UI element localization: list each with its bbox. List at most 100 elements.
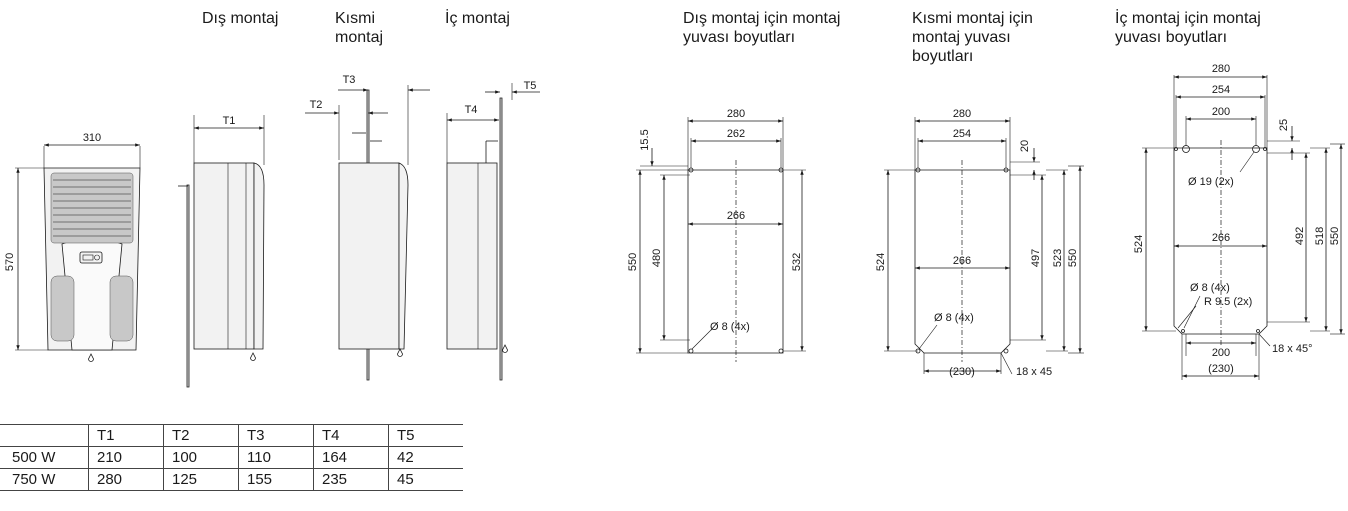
outer-mount-plate xyxy=(186,184,190,388)
front-view: 310 570 xyxy=(4,132,141,362)
cutout-partial-w-inner: 254 xyxy=(953,128,971,140)
table-cell: 42 xyxy=(388,446,463,469)
cutout-partial-h1: 497 xyxy=(1030,249,1042,267)
cutout-partial-w-outer: 280 xyxy=(953,108,971,120)
cutout-inner-w-inner: 254 xyxy=(1212,84,1230,96)
header-partial-mount: Kısmi montaj xyxy=(335,9,383,47)
header-partial-cutout-line3: boyutları xyxy=(912,48,974,65)
cutout-partial-top: 20 xyxy=(1019,140,1031,152)
table-cell: 164 xyxy=(313,446,389,469)
cutout-inner-h1: 492 xyxy=(1294,227,1306,245)
cutout-inner-w-top: 200 xyxy=(1212,106,1230,118)
cutout-partial-w-mid: 266 xyxy=(953,255,971,267)
front-display-screen xyxy=(82,254,94,261)
header-outer-cutout-line1: Dış montaj için montaj xyxy=(683,10,841,27)
cutout-partial-hole-label: Ø 8 (4x) xyxy=(934,312,974,324)
header-partial-cutout-line2: montaj yuvası xyxy=(912,29,1011,46)
cutout-inner-hole-big-left xyxy=(1182,145,1190,153)
outer-unit-front xyxy=(253,162,265,350)
cutout-outer-h-right: 532 xyxy=(791,253,803,271)
cutout-inner-h2: 518 xyxy=(1314,227,1326,245)
cutout-inner-h-left: 524 xyxy=(1133,235,1145,253)
header-inner-cutout-line2: yuvası boyutları xyxy=(1115,29,1228,46)
cutout-inner-radius-label: R 9.5 (2x) xyxy=(1204,296,1252,308)
cutout-inner: 280 254 200 25 Ø 19 (2x) 266 524 492 xyxy=(1133,63,1345,380)
partial-unit-front xyxy=(398,162,409,350)
table-cell: 235 xyxy=(313,468,389,491)
cutout-outer-h-inner: 480 xyxy=(651,249,663,267)
header-inner-mount: İç montaj xyxy=(445,10,510,27)
table-cell: 210 xyxy=(88,446,164,469)
front-display-icon xyxy=(79,251,103,264)
cutout-inner-w-outer: 280 xyxy=(1212,63,1230,75)
header-inner-cutout: İç montaj için montaj yuvası boyutları xyxy=(1115,9,1261,47)
table-cell: 500 W xyxy=(0,446,89,469)
cutout-inner-h3: 550 xyxy=(1329,227,1341,245)
header-partial-cutout: Kısmi montaj için montaj yuvası boyutlar… xyxy=(912,9,1033,66)
front-top-grille-lines xyxy=(53,179,131,237)
cutout-partial-h3: 550 xyxy=(1067,249,1079,267)
table-cell: 110 xyxy=(238,446,314,469)
cutout-inner-bottom: (230) xyxy=(1208,363,1234,375)
label-t1: T1 xyxy=(223,115,236,127)
table-cell: 750 W xyxy=(0,468,89,491)
cutout-inner-w-mid: 266 xyxy=(1212,232,1230,244)
cutout-outer-w-mid: 266 xyxy=(727,210,745,222)
cutout-outer-outline xyxy=(687,169,784,354)
front-display-button xyxy=(94,254,100,261)
header-partial-mount-line1: Kısmi xyxy=(335,10,375,27)
table-cell: T2 xyxy=(163,424,239,447)
header-partial-cutout-line1: Kısmi montaj için xyxy=(912,10,1033,27)
inner-drain-icon xyxy=(502,344,508,353)
table-cell xyxy=(0,424,89,447)
header-outer-cutout: Dış montaj için montaj yuvası boyutları xyxy=(683,9,840,47)
cutout-outer-top: 15.5 xyxy=(639,129,651,150)
table-cell: 100 xyxy=(163,446,239,469)
table-header-row: T1 T2 T3 T4 T5 xyxy=(0,424,463,447)
header-inner-cutout-line1: İç montaj için montaj xyxy=(1115,10,1261,27)
side-view-outer: T1 xyxy=(178,115,265,388)
table-cell: T4 xyxy=(313,424,389,447)
label-t5: T5 xyxy=(524,80,537,92)
header-partial-mount-line2: montaj xyxy=(335,29,384,46)
outer-unit-body xyxy=(193,162,255,350)
cutout-partial-h-left: 524 xyxy=(875,253,887,271)
cutout-partial-hole-br xyxy=(1003,348,1009,354)
label-t3: T3 xyxy=(343,74,356,86)
dimension-table: T1 T2 T3 T4 T5 500 W 210 100 110 164 42 … xyxy=(0,424,463,491)
cutout-inner-hole-big-label: Ø 19 (2x) xyxy=(1188,176,1234,188)
table-cell: T1 xyxy=(88,424,164,447)
cutout-outer: 280 262 266 15.5 550 480 532 Ø 8 (4x) xyxy=(627,108,806,362)
cutout-partial-chamfer: 18 x 45 xyxy=(1016,366,1052,378)
header-outer-mount: Dış montaj xyxy=(202,10,279,27)
cutout-inner-hole-bl xyxy=(1181,329,1185,333)
inner-mount-plate xyxy=(499,97,503,381)
side-view-inner: T4 T5 xyxy=(446,80,540,381)
front-height-label: 570 xyxy=(4,253,16,271)
front-width-label: 310 xyxy=(83,132,101,144)
cutout-inner-chamfer: 18 x 45° xyxy=(1272,343,1312,355)
table-cell: 155 xyxy=(238,468,314,491)
cutout-outer-hole-br xyxy=(778,348,784,354)
cutout-partial: 280 254 266 20 524 497 523 550 xyxy=(875,108,1084,378)
front-drain-icon xyxy=(88,353,94,362)
cutout-inner-w-bottom: 200 xyxy=(1212,347,1230,359)
cutout-inner-top: 25 xyxy=(1278,119,1290,131)
cutout-outer-h-outer: 550 xyxy=(627,253,639,271)
partial-unit-body xyxy=(338,162,400,350)
cutout-outer-hole-label: Ø 8 (4x) xyxy=(710,321,750,333)
cutout-inner-hole-big-right xyxy=(1252,145,1260,153)
inner-unit-body xyxy=(446,162,498,350)
partial-drain-icon xyxy=(397,348,403,357)
cutout-partial-bottom: (230) xyxy=(949,366,975,378)
table-row: 500 W 210 100 110 164 42 xyxy=(0,446,463,469)
front-right-grille xyxy=(109,275,134,342)
front-left-grille xyxy=(50,275,75,342)
table-cell: T5 xyxy=(388,424,463,447)
cutout-outer-w-outer: 280 xyxy=(727,108,745,120)
label-t2: T2 xyxy=(310,99,323,111)
table-cell: 45 xyxy=(388,468,463,491)
table-row: 750 W 280 125 155 235 45 xyxy=(0,468,463,491)
cutout-outer-hole-bl xyxy=(688,348,694,354)
cutout-partial-h2: 523 xyxy=(1052,249,1064,267)
